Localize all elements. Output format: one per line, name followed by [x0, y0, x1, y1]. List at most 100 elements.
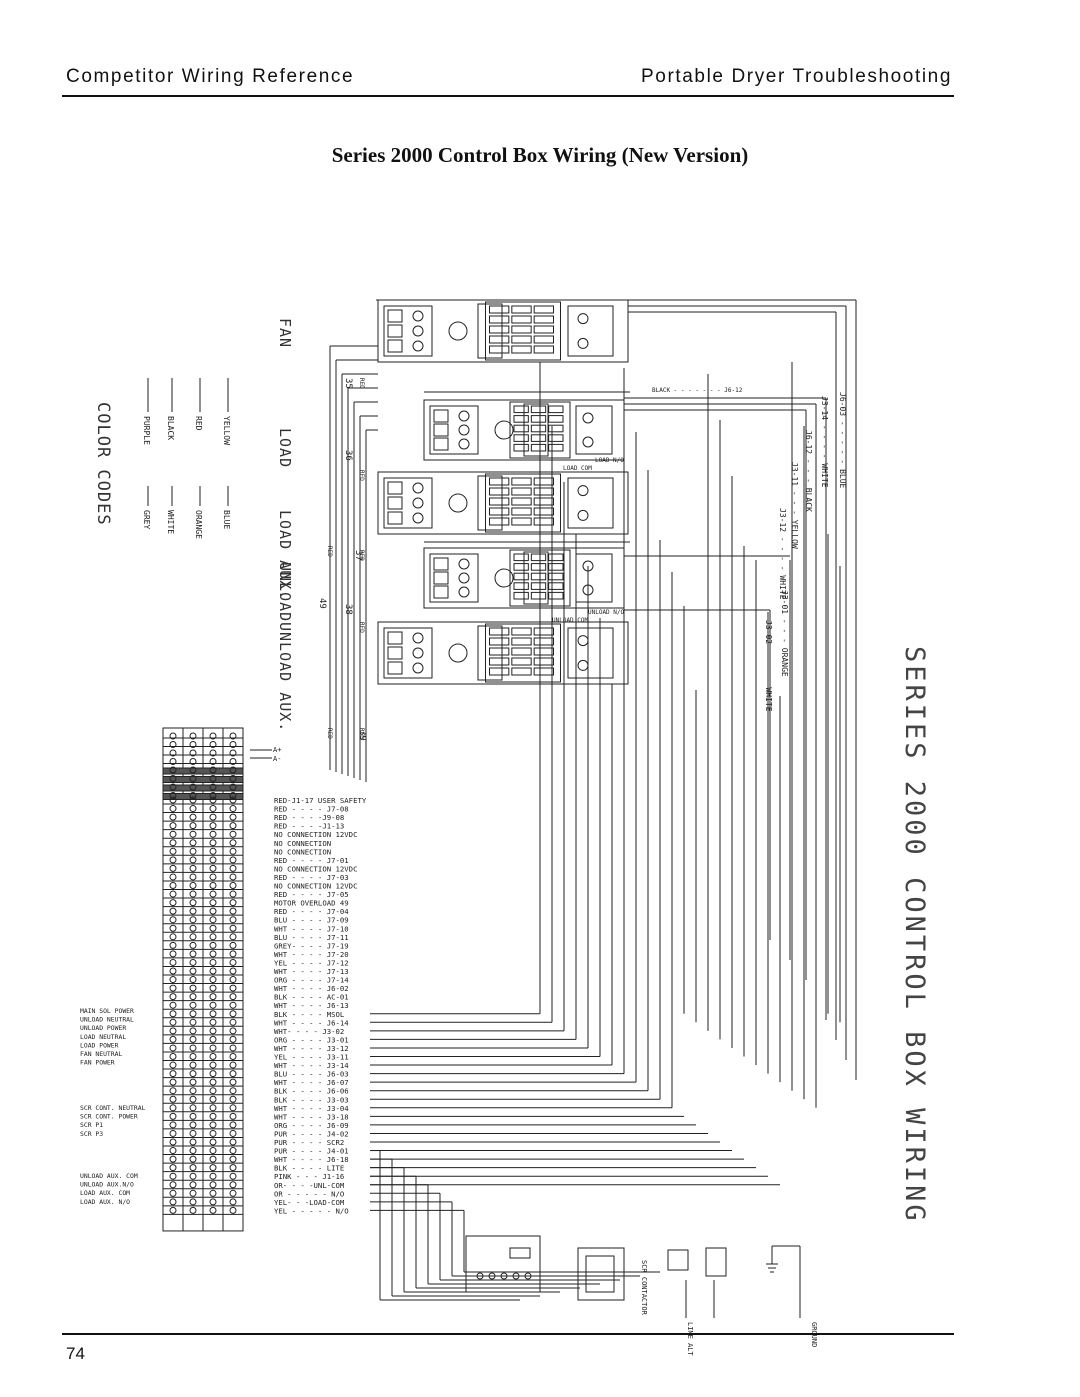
contact-cell	[533, 507, 555, 516]
terminal-screw	[189, 1001, 197, 1009]
terminal-row-label: NO CONNECTION	[274, 847, 331, 856]
terminal-screw	[229, 741, 237, 748]
terminal-screw	[229, 950, 237, 958]
terminal-row-label: BLK - - - - AC-01	[274, 993, 349, 1002]
contact-cell	[511, 335, 532, 344]
terminal-screw	[169, 976, 177, 984]
contact-cell	[513, 424, 529, 433]
contact-cell	[489, 305, 510, 314]
terminal-screw	[189, 1138, 197, 1146]
terminal-screw	[209, 766, 217, 774]
left-label-scr: SCR CONT. POWER	[80, 1113, 138, 1121]
terminal-screw	[189, 967, 197, 975]
wire-layer	[250, 299, 857, 1318]
terminal-row-label: BLK - - - - MSOL	[274, 1010, 345, 1019]
terminal-screw	[209, 1018, 217, 1026]
terminal-screw	[189, 950, 197, 958]
terminal-row-label: RED - - - - J7-08	[274, 805, 349, 814]
fuse-holder	[667, 1249, 689, 1271]
terminal-screw	[189, 984, 197, 992]
section-label-4: UNLOAD AUX.	[276, 622, 294, 732]
terminal-block	[383, 477, 433, 529]
terminal-screw	[209, 1104, 217, 1112]
contact-grid	[485, 473, 561, 533]
contactor-number-36: 36	[343, 450, 353, 461]
terminal-screw	[209, 830, 217, 838]
series-big-label: SERIES 2000 CONTROL BOX WIRING	[899, 646, 930, 1224]
right-wire-label-4: J3-12 - - - - WHITE	[778, 508, 787, 600]
contact-cell	[489, 315, 510, 324]
left-label-aux: LOAD AUX. COM	[80, 1189, 130, 1197]
terminal-screw	[189, 976, 197, 984]
wire-tag-red: RED	[358, 550, 365, 561]
terminal-row-label: RED - - - - J7-05	[274, 890, 349, 899]
contact-cell	[533, 477, 555, 486]
terminal-screw	[189, 1078, 197, 1086]
terminal-screw	[169, 1104, 177, 1112]
terminal-screw	[229, 783, 237, 791]
terminal-screw	[189, 1129, 197, 1137]
contact-cell	[530, 443, 547, 452]
terminal-screw	[189, 822, 197, 830]
terminal-screw	[169, 1189, 177, 1197]
terminal-screw	[229, 1181, 237, 1189]
terminal-row-label: ORG - - - - J3-01	[274, 1035, 349, 1044]
terminal-screw	[229, 1095, 237, 1103]
terminal-screw	[189, 958, 197, 966]
terminal-screw	[229, 813, 237, 821]
terminal-screw	[209, 1181, 217, 1189]
terminal-hatch	[162, 776, 244, 783]
terminal-screw	[412, 662, 424, 674]
terminal-row-label: BLK - - - - LITE	[274, 1164, 344, 1173]
terminal-screw	[209, 1087, 217, 1095]
aux-contact	[477, 475, 503, 531]
color-codes-title: COLOR CODES	[93, 402, 113, 526]
contactor-body	[377, 471, 629, 535]
color-code-purple: PURPLE	[142, 416, 151, 445]
terminal-screw	[412, 310, 424, 322]
terminal-slot	[433, 571, 449, 585]
right-wire-label-3: J3-11 - - - YELLOW	[790, 462, 799, 549]
contact-grid	[509, 401, 571, 459]
right-wire-label-j3-02: J3-02 - - - - WHITE	[764, 620, 773, 712]
coil-symbol	[448, 321, 468, 341]
section-label-2: LOAD AUX.	[276, 510, 294, 600]
terminal-screw	[229, 1172, 237, 1180]
terminal-screw	[209, 1206, 217, 1214]
terminal-screw	[458, 438, 470, 450]
terminal-screw	[169, 941, 177, 949]
terminal-screw	[229, 1044, 237, 1052]
terminal-row-label: ORG - - - - J6-09	[274, 1121, 349, 1130]
terminal-screw	[229, 1035, 237, 1043]
terminal-screw	[169, 856, 177, 864]
terminal-screw	[189, 1147, 197, 1155]
terminal-screw	[169, 839, 177, 847]
terminal-row-label: WHT - - - - J7-20	[274, 950, 349, 959]
terminal-screw	[209, 749, 217, 757]
terminal-screw	[189, 1112, 197, 1120]
left-label-power: FAN NEUTRAL	[80, 1050, 122, 1058]
terminal-screw	[189, 1061, 197, 1069]
terminal-screw	[169, 775, 177, 782]
terminal-screw	[412, 340, 424, 352]
terminal-slot	[433, 585, 449, 599]
left-label-aux: LOAD AUX. N/O	[80, 1198, 130, 1206]
terminal-screw	[189, 1164, 197, 1172]
terminal-screw	[458, 410, 470, 422]
terminal-row-label: WHT - - - - J7-10	[274, 924, 349, 933]
terminal-screw	[229, 907, 237, 915]
left-label-power: FAN POWER	[80, 1059, 115, 1067]
terminal-screw	[229, 941, 237, 949]
contact-cell	[489, 345, 510, 354]
terminal-screw	[209, 984, 217, 992]
terminal-screw	[189, 847, 197, 855]
terminal-screw	[458, 558, 470, 570]
aux-contact	[523, 403, 549, 457]
terminal-screw	[209, 924, 217, 932]
terminal-row-label: BLU - - - - J6-03	[274, 1070, 349, 1079]
terminal-screw	[412, 647, 424, 659]
contact-cell	[511, 315, 532, 324]
terminal-screw	[189, 1198, 197, 1206]
component-layer	[147, 299, 778, 1301]
terminal-row-label: WHT - - - - J6-14	[274, 1018, 349, 1027]
